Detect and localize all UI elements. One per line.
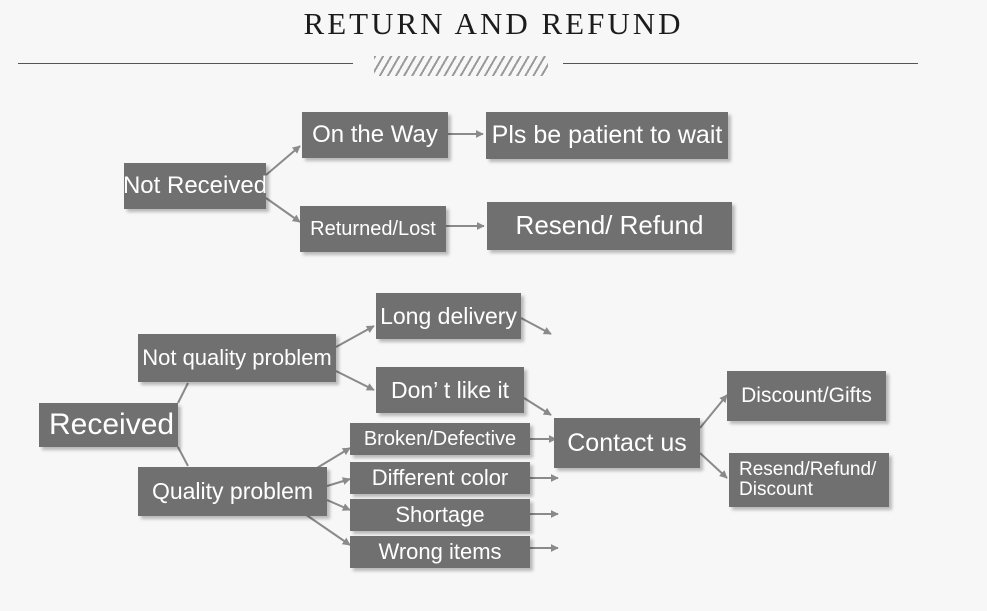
node-resend-refund-discount-line2: Discount: [739, 479, 813, 500]
node-resend-refund: Resend/ Refund: [487, 202, 732, 250]
node-returned-lost: Returned/Lost: [300, 206, 446, 252]
node-not-received: Not Received: [123, 163, 267, 209]
node-pls-be-patient: Pls be patient to wait: [486, 112, 728, 159]
title-hatch-decoration: [374, 56, 548, 76]
node-received: Received: [39, 403, 178, 447]
node-broken-defective: Broken/Defective: [350, 423, 530, 455]
title-rule-left: [18, 63, 353, 64]
node-resend-refund-discount-line1: Resend/Refund/: [739, 459, 877, 481]
node-long-delivery: Long delivery: [376, 293, 521, 339]
arrow-quality-to-different-color: [326, 477, 351, 487]
arrow-long-delivery: [520, 317, 552, 335]
title-rule-right: [563, 63, 918, 64]
node-quality-problem: Quality problem: [138, 467, 327, 516]
node-discount-gifts: Discount/Gifts: [727, 371, 886, 421]
arrow-not-quality-to-long-delivery: [335, 325, 375, 348]
node-dont-like-it: Don’ t like it: [376, 367, 524, 413]
arrow-dont-like-to-contact: [523, 397, 552, 416]
node-contact-us: Contact us: [554, 418, 700, 468]
page-title: RETURN AND REFUND: [303, 6, 684, 41]
link-received-to-not-quality: [177, 382, 189, 404]
node-on-the-way: On the Way: [302, 112, 448, 158]
link-received-to-quality: [177, 446, 189, 467]
node-different-color: Different color: [350, 462, 530, 494]
node-not-quality-problem: Not quality problem: [138, 334, 336, 382]
arrow-contact-to-resend-refund-discount: [699, 452, 728, 479]
node-wrong-items: Wrong items: [350, 536, 530, 568]
arrow-quality-to-wrong-items: [301, 511, 351, 546]
arrow-not-quality-to-dont-like: [335, 370, 375, 391]
node-shortage: Shortage: [350, 499, 530, 531]
arrow-not-received-to-on-the-way: [265, 145, 301, 176]
node-resend-refund-discount: Resend/Refund/ Discount: [729, 453, 889, 507]
arrow-not-received-to-returned-lost: [265, 197, 301, 223]
arrow-contact-to-discount-gifts: [699, 394, 728, 429]
arrow-quality-to-shortage: [326, 499, 351, 511]
